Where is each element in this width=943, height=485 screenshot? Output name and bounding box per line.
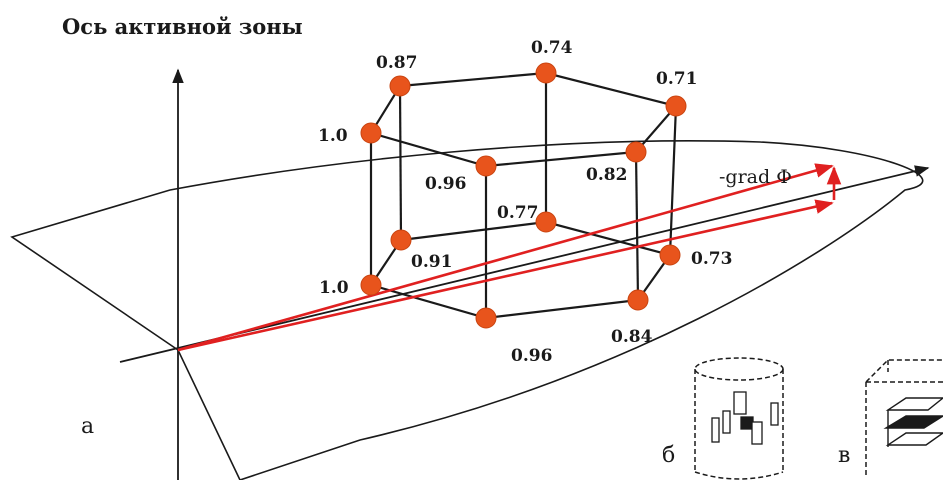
panel-label-a: а <box>81 414 94 439</box>
label-bottom-front: 0.96 <box>511 346 552 366</box>
label-top-back: 0.74 <box>531 38 573 58</box>
flux-vector-upper <box>177 163 834 352</box>
label-top-left-front: 1.0 <box>318 126 348 146</box>
gradient-arrows <box>177 163 842 352</box>
label-top-left-back: 0.87 <box>376 53 417 73</box>
hexagon-prism-edges <box>369 71 679 320</box>
node-bottom-back <box>535 211 557 233</box>
label-top-right-back: 0.71 <box>656 69 697 89</box>
label-top-right-front: 0.82 <box>586 165 627 185</box>
panel-label-v: в <box>838 443 850 468</box>
node-top-front <box>475 155 497 177</box>
node-top-right-back <box>665 95 687 117</box>
gradient-label: -grad Φ <box>719 166 792 188</box>
panel-label-b: б <box>662 443 675 468</box>
node-top-back <box>535 62 557 84</box>
inset-cylinder <box>694 357 784 480</box>
core-axis-title: Ось активной зоны <box>62 14 303 39</box>
core-plane <box>10 140 924 481</box>
inset-box <box>865 359 943 478</box>
node-top-left-front <box>360 122 382 144</box>
label-bottom-left-back: 0.91 <box>411 252 452 272</box>
label-bottom-right-front: 0.84 <box>611 327 653 347</box>
flux-nodes <box>360 62 687 329</box>
node-value-labels: 0.74 0.87 0.71 1.0 0.96 0.82 0.77 0.91 0… <box>318 38 732 366</box>
flux-vector-lower <box>177 199 834 352</box>
label-bottom-right-back: 0.73 <box>691 249 732 269</box>
node-top-right-front <box>625 141 647 163</box>
node-top-left-back <box>389 75 411 97</box>
label-top-front: 0.96 <box>425 174 466 194</box>
label-bottom-back: 0.77 <box>497 203 538 223</box>
node-bottom-right-back <box>659 244 681 266</box>
label-bottom-left-front: 1.0 <box>319 278 349 298</box>
node-bottom-left-back <box>390 229 412 251</box>
node-bottom-front <box>475 307 497 329</box>
node-bottom-left-front <box>360 274 382 296</box>
node-bottom-right-front <box>627 289 649 311</box>
